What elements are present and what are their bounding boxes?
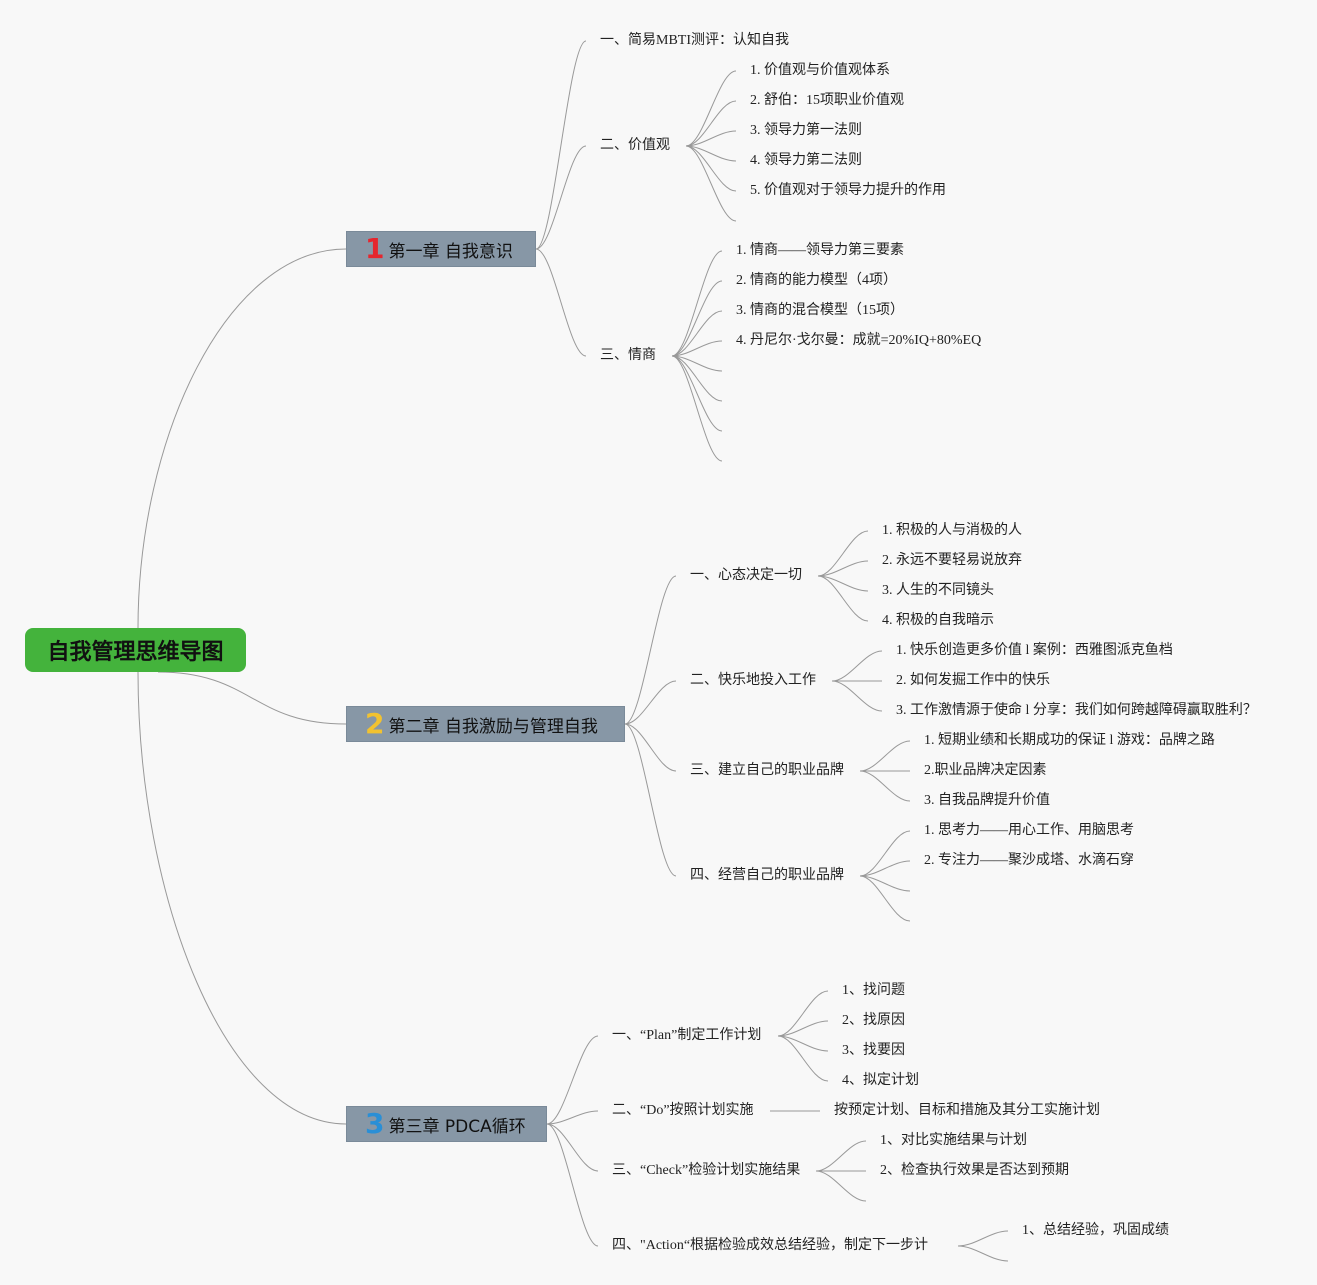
- connector-33: [859, 770, 911, 802]
- connector-43: [777, 1020, 829, 1037]
- section-2-2-label[interactable]: 二、快乐地投入工作: [690, 673, 816, 688]
- connector-3: [535, 40, 587, 250]
- chapter-2-title: 第二章 自我激励与管理自我: [388, 716, 598, 737]
- item-1-2-4[interactable]: 4. 领导力第二法则: [750, 153, 862, 168]
- connector-17: [671, 355, 723, 402]
- connector-47: [815, 1140, 867, 1172]
- item-3-1-2[interactable]: 2、找原因: [842, 1013, 905, 1028]
- root-title: 自我管理思维导图: [47, 640, 224, 665]
- item-3-1-1[interactable]: 1、找问题: [842, 983, 905, 998]
- section-1-1-label[interactable]: 一、简易MBTI测评：认知自我: [600, 33, 789, 48]
- item-3-2-1[interactable]: 按预定计划、目标和措施及其分工实施计划: [834, 1103, 1100, 1118]
- section-1-3-label[interactable]: 三、情商: [600, 348, 656, 363]
- item-2-2-2[interactable]: 2. 如何发掘工作中的快乐: [896, 673, 1050, 688]
- chapter-1-title: 第一章 自我意识: [388, 241, 513, 262]
- connector-45: [777, 1035, 829, 1082]
- connector-11: [685, 145, 737, 222]
- connector-1: [157, 671, 347, 725]
- section-3-4-label[interactable]: 四、"Action“根据检验成效总结经验，制定下一步计: [612, 1238, 929, 1253]
- item-2-3-2[interactable]: 2.职业品牌决定因素: [924, 763, 1047, 778]
- connector-49: [815, 1170, 867, 1202]
- item-2-4-2[interactable]: 2. 专注力——聚沙成塔、水滴石穿: [924, 853, 1134, 868]
- connector-24: [817, 530, 869, 577]
- connector-6: [685, 70, 737, 147]
- connector-40: [546, 1123, 599, 1172]
- item-1-3-2[interactable]: 2. 情商的能力模型（4项）: [736, 273, 897, 288]
- section-2-4-label[interactable]: 四、经营自己的职业品牌: [690, 868, 844, 883]
- item-2-1-2[interactable]: 2. 永远不要轻易说放弃: [882, 553, 1022, 568]
- connector-0: [137, 248, 347, 629]
- connector-28: [831, 650, 883, 682]
- chapter-3-title: 第三章 PDCA循环: [388, 1116, 526, 1137]
- connector-51: [957, 1245, 1009, 1262]
- connector-22: [624, 723, 677, 772]
- chapter-3-node[interactable]: 3 第三章 PDCA循环: [346, 1106, 547, 1142]
- item-1-3-1[interactable]: 1. 情商——领导力第三要素: [736, 243, 904, 258]
- connector-34: [859, 830, 911, 877]
- item-1-2-5[interactable]: 5. 价值观对于领导力提升的作用: [750, 183, 946, 198]
- connector-13: [671, 280, 723, 357]
- item-2-2-3[interactable]: 3. 工作激情源于使命 l 分享：我们如何跨越障碍赢取胜利？: [896, 703, 1257, 718]
- item-1-3-4[interactable]: 4. 丹尼尔·戈尔曼：成就=20%IQ+80%EQ: [736, 333, 982, 348]
- item-2-1-3[interactable]: 3. 人生的不同镜头: [882, 583, 994, 598]
- item-2-2-1[interactable]: 1. 快乐创造更多价值 l 案例：西雅图派克鱼档: [896, 643, 1173, 658]
- connector-25: [817, 560, 869, 577]
- chapter-3-number: 3: [365, 1107, 385, 1140]
- connector-18: [671, 355, 723, 432]
- item-1-2-3[interactable]: 3. 领导力第一法则: [750, 123, 862, 138]
- item-1-3-3[interactable]: 3. 情商的混合模型（15项）: [736, 303, 904, 318]
- item-2-3-1[interactable]: 1. 短期业绩和长期成功的保证 l 游戏：品牌之路: [924, 733, 1215, 748]
- connector-14: [671, 310, 723, 357]
- item-2-3-3[interactable]: 3. 自我品牌提升价值: [924, 793, 1050, 808]
- section-2-1-label[interactable]: 一、心态决定一切: [690, 568, 802, 583]
- section-2-3-label[interactable]: 三、建立自己的职业品牌: [690, 763, 844, 778]
- connector-38: [546, 1035, 599, 1125]
- item-3-3-1[interactable]: 1、对比实施结果与计划: [880, 1133, 1027, 1148]
- connector-10: [685, 145, 737, 192]
- connector-37: [859, 875, 911, 922]
- item-2-4-1[interactable]: 1. 思考力——用心工作、用脑思考: [924, 823, 1134, 838]
- connector-12: [671, 250, 723, 357]
- connector-15: [671, 340, 723, 357]
- item-2-1-1[interactable]: 1. 积极的人与消极的人: [882, 523, 1022, 538]
- connector-23: [624, 723, 677, 877]
- item-3-3-2[interactable]: 2、检查执行效果是否达到预期: [880, 1163, 1069, 1178]
- connector-8: [685, 130, 737, 147]
- connector-35: [859, 860, 911, 877]
- section-3-3-label[interactable]: 三、“Check”检验计划实施结果: [612, 1163, 801, 1178]
- connector-7: [685, 100, 737, 147]
- connector-50: [957, 1230, 1009, 1247]
- chapter-2-node[interactable]: 2 第二章 自我激励与管理自我: [346, 706, 625, 742]
- connector-20: [624, 575, 677, 725]
- root-node[interactable]: 自我管理思维导图: [25, 628, 246, 672]
- chapter-2-number: 2: [365, 707, 385, 740]
- item-3-1-3[interactable]: 3、找要因: [842, 1043, 905, 1058]
- connector-21: [624, 680, 677, 725]
- connector-27: [817, 575, 869, 622]
- connector-31: [859, 740, 911, 772]
- connector-19: [671, 355, 723, 462]
- connector-30: [831, 680, 883, 712]
- section-3-1-label[interactable]: 一、“Plan”制定工作计划: [612, 1028, 762, 1043]
- connector-2: [137, 671, 347, 1125]
- item-1-2-1[interactable]: 1. 价值观与价值观体系: [750, 63, 890, 78]
- item-3-1-4[interactable]: 4、拟定计划: [842, 1073, 919, 1088]
- item-2-1-4[interactable]: 4. 积极的自我暗示: [882, 613, 994, 628]
- connector-42: [777, 990, 829, 1037]
- connector-39: [546, 1110, 599, 1125]
- connector-41: [546, 1123, 599, 1247]
- section-3-2-label[interactable]: 二、“Do”按照计划实施: [612, 1103, 754, 1118]
- connector-5: [535, 248, 587, 357]
- chapter-1-number: 1: [365, 232, 385, 265]
- section-1-2-label[interactable]: 二、价值观: [600, 138, 670, 153]
- connector-4: [535, 145, 587, 250]
- item-1-2-2[interactable]: 2. 舒伯：15项职业价值观: [750, 93, 904, 108]
- item-3-4-1[interactable]: 1、总结经验，巩固成绩: [1022, 1223, 1169, 1238]
- chapter-1-node[interactable]: 1 第一章 自我意识: [346, 231, 536, 267]
